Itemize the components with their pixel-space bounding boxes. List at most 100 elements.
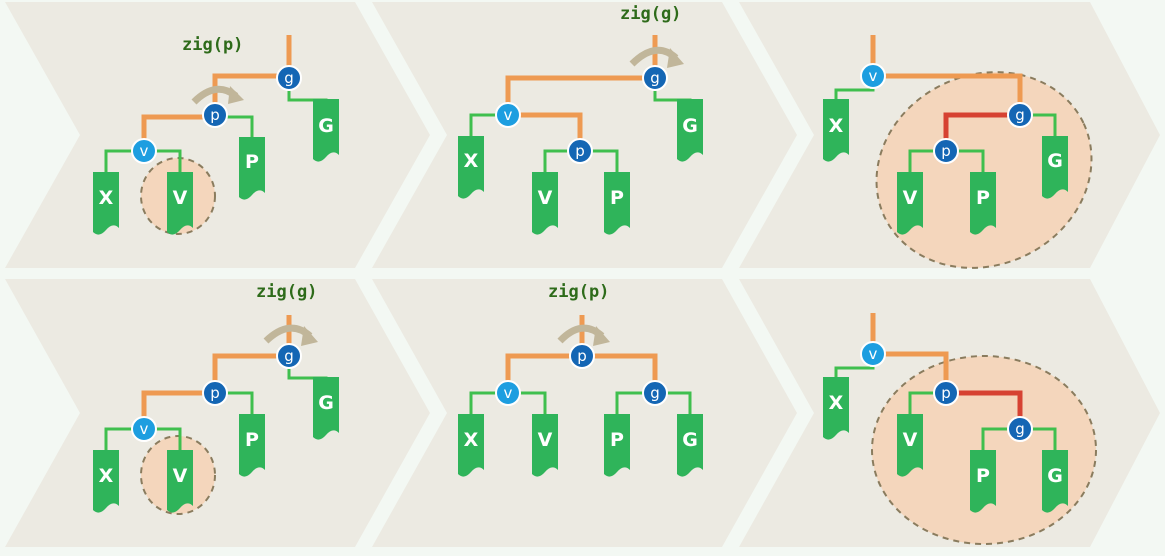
subtree-X: X (458, 414, 484, 477)
node-g: g (1007, 102, 1033, 128)
svg-text:X: X (829, 392, 844, 414)
edge-v-g (873, 73, 1023, 112)
row-1: zig(p) g p v X V P G zig(g) (5, 2, 1160, 269)
subtree-G: G (1042, 136, 1068, 199)
panel-2: zig(g) g v p X V P G (458, 4, 703, 235)
edge-v-p (508, 112, 583, 149)
operation-label: zig(g) (620, 4, 681, 24)
svg-text:p: p (210, 384, 220, 402)
edge-g-p (943, 112, 1020, 149)
operation-label: zig(g) (256, 282, 317, 302)
svg-text:g: g (284, 69, 294, 87)
node-p: p (933, 138, 959, 164)
svg-text:v: v (504, 106, 513, 124)
subtree-V: V (532, 172, 558, 235)
node-v: v (860, 341, 886, 367)
edge-g-v (505, 75, 655, 112)
panel-2-background (372, 2, 797, 268)
subtree-V: V (167, 172, 193, 235)
edge-v-p (873, 351, 949, 390)
svg-text:g: g (1015, 106, 1025, 124)
subtree-V: V (167, 450, 193, 513)
node-p: p (567, 138, 593, 164)
subtree-G: G (677, 414, 703, 477)
svg-text:g: g (650, 384, 660, 402)
svg-text:G: G (1047, 465, 1063, 487)
subtree-P: P (970, 450, 996, 513)
rotation-arrowhead-icon (667, 48, 684, 68)
subtree-X: X (93, 450, 119, 513)
svg-text:P: P (976, 465, 990, 487)
svg-text:v: v (869, 67, 878, 85)
rotation-arrowhead-icon (301, 326, 318, 346)
node-p: p (569, 343, 595, 369)
subtree-X: X (458, 136, 484, 199)
svg-text:X: X (464, 150, 479, 172)
svg-text:g: g (1015, 420, 1025, 438)
subtree-V: V (897, 414, 923, 477)
svg-text:v: v (140, 420, 149, 438)
svg-text:V: V (173, 187, 188, 209)
panel-4-background (5, 279, 430, 547)
svg-text:p: p (210, 106, 220, 124)
svg-text:V: V (903, 429, 918, 451)
svg-text:X: X (99, 187, 114, 209)
operation-label: zig(p) (182, 35, 243, 55)
node-p: p (202, 102, 228, 128)
svg-text:X: X (464, 429, 479, 451)
svg-text:G: G (682, 429, 698, 451)
subtree-G: G (677, 99, 703, 162)
edge-g-p (212, 353, 289, 390)
subtree-G: G (313, 377, 339, 440)
node-g: g (276, 343, 302, 369)
subtree-V: V (532, 414, 558, 477)
svg-text:X: X (99, 465, 114, 487)
rotation-arrowhead-icon (228, 86, 244, 104)
node-v: v (860, 63, 886, 89)
panel-4: zig(g) g p v X V P G (93, 282, 339, 515)
svg-text:P: P (610, 429, 624, 451)
svg-text:v: v (140, 142, 149, 160)
svg-text:p: p (575, 142, 585, 160)
svg-text:g: g (284, 347, 294, 365)
svg-text:P: P (976, 187, 990, 209)
svg-text:g: g (650, 69, 660, 87)
panel-5-background (372, 279, 797, 547)
node-v: v (131, 416, 157, 442)
row-2: zig(g) g p v X V P G zig(p) (5, 279, 1160, 547)
node-p: p (202, 380, 228, 406)
panel-6: v p g X V P G (823, 313, 1097, 545)
svg-text:V: V (538, 187, 553, 209)
svg-text:X: X (829, 115, 844, 137)
subtree-X: X (93, 172, 119, 235)
panel-1: zig(p) g p v X V P G (93, 35, 339, 235)
edge-g-p (212, 73, 289, 112)
node-g: g (1007, 416, 1033, 442)
svg-text:V: V (538, 429, 553, 451)
svg-text:V: V (173, 465, 188, 487)
svg-text:P: P (610, 187, 624, 209)
subtree-G: G (313, 99, 339, 162)
subtree-V: V (897, 172, 923, 235)
node-v: v (495, 380, 521, 406)
subtree-P: P (239, 137, 265, 200)
svg-text:G: G (1047, 150, 1063, 172)
node-g: g (276, 65, 302, 91)
subtree-G: G (1042, 450, 1068, 513)
subtree-X: X (823, 377, 849, 440)
subtree-P: P (970, 172, 996, 235)
rotation-arrowhead-icon (593, 326, 610, 346)
operation-label: zig(p) (548, 282, 609, 302)
svg-text:v: v (869, 345, 878, 363)
panel-5: zig(p) p v g X V P G (458, 282, 703, 477)
svg-text:P: P (245, 151, 259, 173)
edge-p-g (946, 390, 1023, 426)
subtree-P: P (239, 414, 265, 477)
svg-text:P: P (245, 429, 259, 451)
node-v: v (131, 138, 157, 164)
edge-p-v (141, 390, 215, 426)
svg-text:G: G (682, 115, 698, 137)
svg-text:p: p (577, 347, 587, 365)
panel-3: v g p X V P G (823, 35, 1093, 269)
node-g: g (642, 65, 668, 91)
